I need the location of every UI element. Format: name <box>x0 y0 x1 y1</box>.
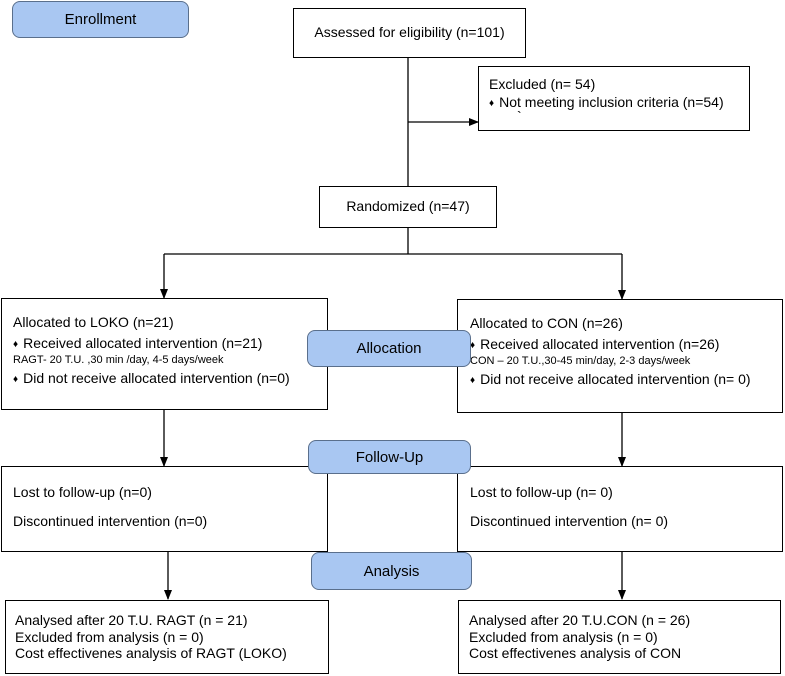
right-alloc-title: Allocated to CON (n=26) <box>470 315 623 331</box>
right-discontinued: Discontinued intervention (n= 0) <box>470 512 669 529</box>
stage-followup: Follow-Up <box>308 440 471 474</box>
left-followup-box: Lost to follow-up (n=0) Discontinued int… <box>1 466 328 552</box>
right-analysed: Analysed after 20 T.U.CON (n = 26) <box>469 612 691 628</box>
left-received: Received allocated intervention (n=21) <box>13 335 327 353</box>
right-allocation-box: Allocated to CON (n=26) Received allocat… <box>457 299 783 413</box>
left-alloc-title: Allocated to LOKO (n=21) <box>13 314 174 330</box>
stage-enrollment-label: Enrollment <box>64 11 137 28</box>
right-followup-box: Lost to follow-up (n= 0) Discontinued in… <box>457 466 783 552</box>
left-discontinued: Discontinued intervention (n=0) <box>13 512 208 529</box>
left-excluded-analysis: Excluded from analysis (n = 0) <box>15 628 204 645</box>
stage-allocation: Allocation <box>307 330 471 367</box>
stage-analysis-label: Analysis <box>363 562 420 580</box>
right-analysis-box: Analysed after 20 T.U.CON (n = 26) Exclu… <box>458 600 781 674</box>
left-analysed: Analysed after 20 T.U. RAGT (n = 21) <box>15 612 248 628</box>
stage-followup-label: Follow-Up <box>355 448 424 466</box>
left-not-received: Did not receive allocated intervention (… <box>13 370 327 388</box>
randomized-box: Randomized (n=47) <box>319 186 497 228</box>
stage-analysis: Analysis <box>311 552 472 590</box>
assessed-box: Assessed for eligibility (n=101) <box>293 8 526 58</box>
excluded-title: Excluded (n= 54) <box>489 76 596 92</box>
right-detail: CON – 20 T.U.,30-45 min/day, 2-3 days/we… <box>470 355 691 367</box>
right-received: Received allocated intervention (n=26) <box>470 336 782 354</box>
excluded-box: Excluded (n= 54) Not meeting inclusion c… <box>478 66 750 131</box>
right-not-received: Did not receive allocated intervention (… <box>470 371 782 389</box>
randomized-text: Randomized (n=47) <box>346 198 470 215</box>
assessed-text: Assessed for eligibility (n=101) <box>314 24 505 41</box>
right-cost: Cost effectivenes analysis of CON <box>469 645 682 662</box>
right-excluded-analysis: Excluded from analysis (n = 0) <box>469 628 658 645</box>
left-cost: Cost effectivenes analysis of RAGT (LOKO… <box>15 645 287 662</box>
left-allocation-box: Allocated to LOKO (n=21) Received alloca… <box>1 298 328 410</box>
right-lost: Lost to follow-up (n= 0) <box>470 484 613 500</box>
stage-allocation-label: Allocation <box>356 340 422 357</box>
stage-enrollment: Enrollment <box>12 1 189 38</box>
excluded-item: Not meeting inclusion criteria (n=54) <box>489 94 749 112</box>
left-lost: Lost to follow-up (n=0) <box>13 484 152 500</box>
left-detail: RAGT- 20 T.U. ,30 min /day, 4-5 days/wee… <box>13 354 224 366</box>
left-analysis-box: Analysed after 20 T.U. RAGT (n = 21) Exc… <box>5 600 329 674</box>
excluded-mark: ` <box>517 108 522 124</box>
